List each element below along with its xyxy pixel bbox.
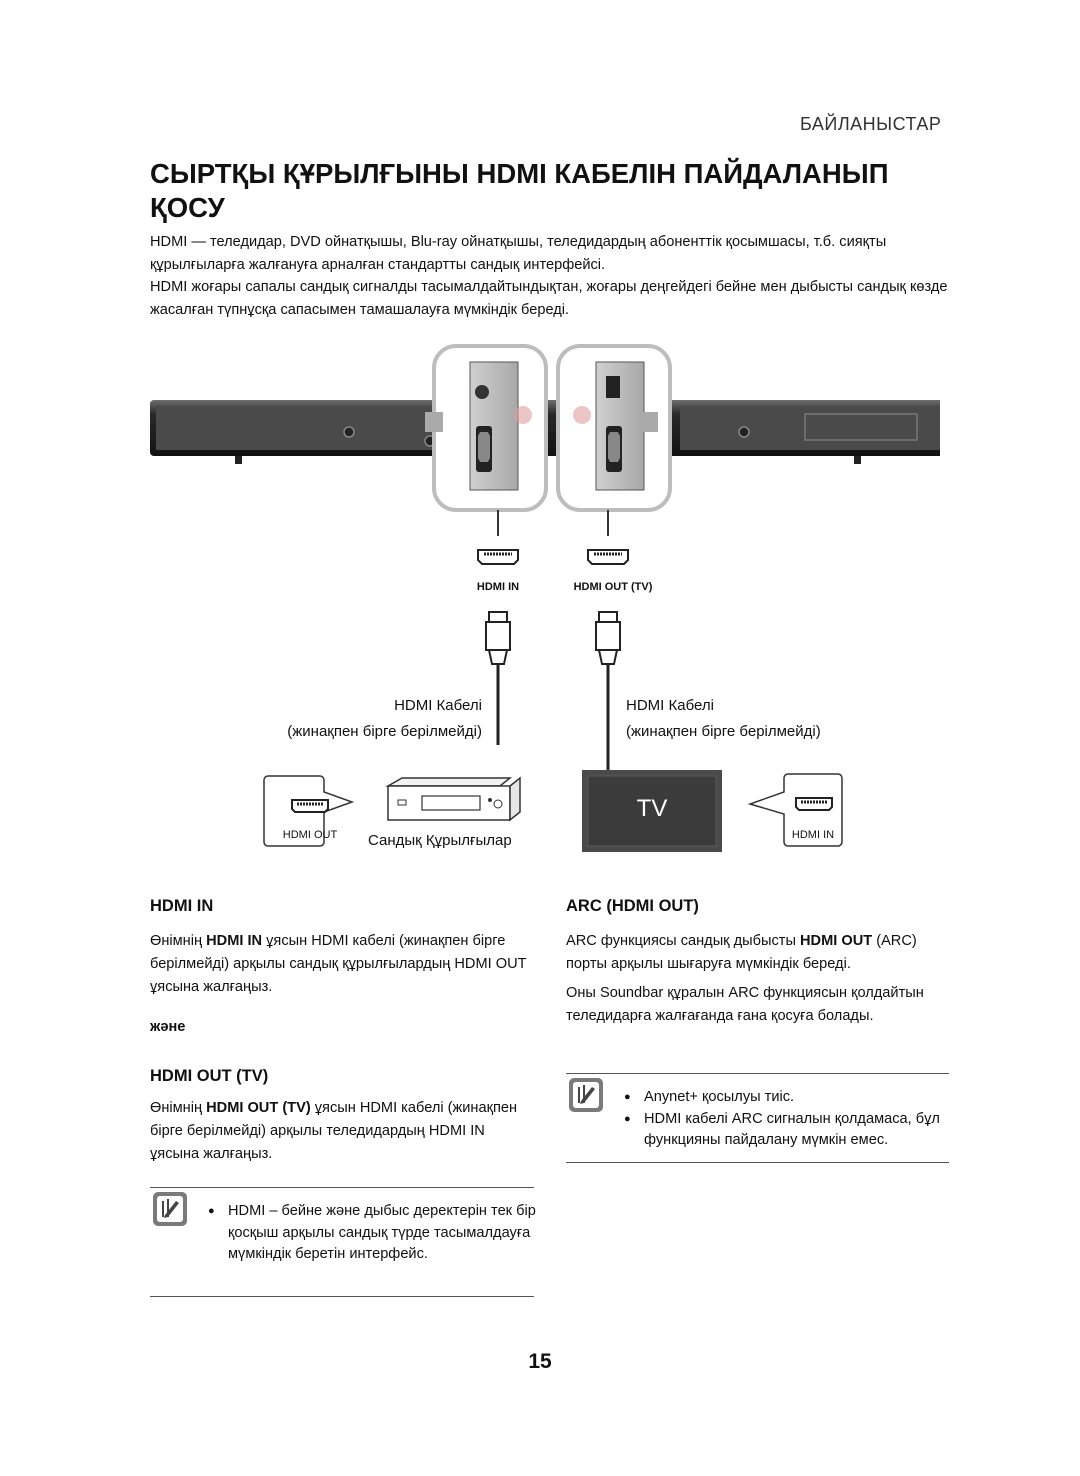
text-run-bold: HDMI OUT (TV) <box>206 1100 311 1116</box>
digital-device-icon <box>385 776 521 822</box>
note-list-right: Anynet+ қосылуы тиіс. HDMI кабелі ARC си… <box>624 1087 949 1152</box>
left-cable-name: HDMI Кабелі <box>394 697 482 714</box>
note-box-left: HDMI – бейне және дыбыс деректерін тек б… <box>150 1187 536 1297</box>
text-run: ARC функциясы сандық дыбысты <box>566 933 800 949</box>
text-run: ұясын HDMI кабелі (жинақпен бірге берілм… <box>150 1100 518 1162</box>
text-run: Өнімнің <box>150 1100 207 1116</box>
note-item: Anynet+ қосылуы тиіс. <box>624 1087 949 1109</box>
connection-diagram: HDMI IN HDMI OUT (TV) HDMI Кабелі (жинақ… <box>150 344 940 852</box>
hdmi-in-port-label: HDMI IN <box>477 581 519 593</box>
heading-arc-hdmi-out: ARC (HDMI OUT) <box>566 897 699 915</box>
text-run-bold: HDMI OUT <box>800 933 873 949</box>
tv-label: TV <box>637 795 668 822</box>
hdmi-in-instruction: Өнімнің HDMI IN ұясын HDMI кабелі (жинақ… <box>150 930 540 999</box>
note-icon <box>569 1078 603 1112</box>
right-cable-name: HDMI Кабелі <box>626 697 714 714</box>
note-list-left: HDMI – бейне және дыбыс деректерін тек б… <box>208 1201 536 1266</box>
text-run: ұясын HDMI кабелі (жинақпен бірге берілм… <box>150 933 527 995</box>
heading-hdmi-out-tv: HDMI OUT (TV) <box>150 1067 269 1085</box>
and-label: және <box>150 1019 186 1035</box>
device-port-label: HDMI OUT <box>283 829 338 841</box>
tv-port-callout <box>747 773 843 847</box>
section-label: БАЙЛАНЫСТАР <box>800 114 942 134</box>
hdmi-out-tv-port-closeup <box>556 344 672 512</box>
text-run-bold: HDMI IN <box>206 933 263 949</box>
arc-condition: Оны Soundbar құралын ARC функциясын қолд… <box>566 985 924 1024</box>
hdmi-out-tv-port-label: HDMI OUT (TV) <box>574 581 653 593</box>
intro-paragraph-1: HDMI — теледидар, DVD ойнатқышы, Blu-ray… <box>150 234 887 273</box>
note-icon <box>153 1192 187 1226</box>
hdmi-out-tv-port-icon <box>587 549 629 565</box>
note-item: HDMI – бейне және дыбыс деректерін тек б… <box>208 1201 536 1266</box>
hdmi-cable-left <box>485 611 511 745</box>
device-port-callout <box>263 775 355 847</box>
page-title: СЫРТҚЫ ҚҰРЫЛҒЫНЫ HDMI КАБЕЛІН ПАЙДАЛАНЫП… <box>150 158 889 223</box>
hdmi-in-port-icon <box>477 549 519 565</box>
note-item: HDMI кабелі ARC сигналын қолдамаса, бұл … <box>624 1109 949 1152</box>
note-box-right: Anynet+ қосылуы тиіс. HDMI кабелі ARC си… <box>566 1073 949 1163</box>
hdmi-out-tv-instruction: Өнімнің HDMI OUT (TV) ұясын HDMI кабелі … <box>150 1097 535 1166</box>
hdmi-in-port-closeup <box>425 344 548 512</box>
hdmi-cable-right <box>595 611 621 770</box>
left-cable-note: (жинақпен бірге берілмейді) <box>287 723 482 740</box>
tv-port-label: HDMI IN <box>792 829 834 841</box>
text-run: (ARC) порты арқылы шығаруға мүмкіндік бе… <box>566 933 917 972</box>
page-number: 15 <box>528 1350 552 1373</box>
arc-description: ARC функциясы сандық дыбысты HDMI OUT (A… <box>566 930 951 976</box>
device-caption: Сандық Құрылғылар <box>368 832 512 849</box>
tv-icon <box>582 770 722 852</box>
intro-paragraph-2: HDMI жоғары сапалы сандық сигналды тасым… <box>150 279 948 318</box>
right-cable-note: (жинақпен бірге берілмейді) <box>626 723 821 740</box>
text-run: Өнімнің <box>150 933 207 949</box>
heading-hdmi-in: HDMI IN <box>150 897 214 915</box>
